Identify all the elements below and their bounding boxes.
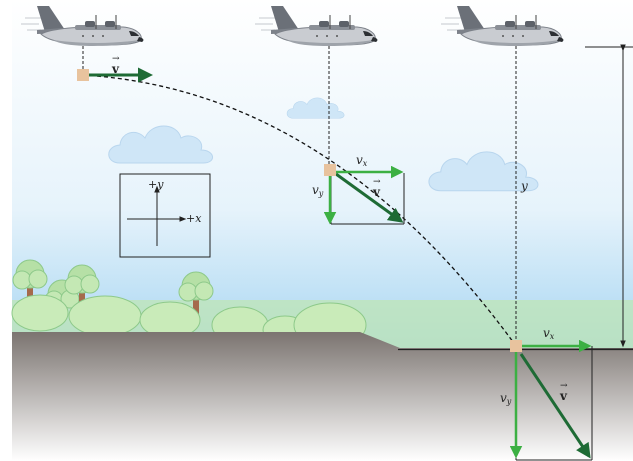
- label-vy-low: vy: [500, 391, 512, 406]
- package-icon: [324, 164, 336, 176]
- v-arrow-mid: [335, 172, 404, 223]
- label-vy-mid: vy: [312, 183, 324, 198]
- vector-arrow-icon: →: [560, 381, 568, 391]
- trajectory: [82, 74, 517, 347]
- label-v-mid: →v: [373, 177, 381, 199]
- axis-label-plus-x: +x: [186, 212, 202, 225]
- package-icon: [510, 340, 522, 352]
- label-v-low: →v: [560, 381, 568, 403]
- ground: [12, 332, 633, 461]
- sky: [12, 0, 633, 349]
- tree-cluster: [11, 259, 367, 348]
- vector-arrow-icon: →: [373, 177, 381, 187]
- label-vx-mid: vx: [356, 153, 368, 168]
- package-icon: [77, 69, 89, 81]
- axes-box: [119, 173, 211, 258]
- label-vx-low: vx: [543, 326, 555, 341]
- vector-arrow-icon: →: [112, 54, 120, 64]
- label-height-y: y: [521, 179, 528, 193]
- axis-label-plus-y: +y: [148, 178, 164, 191]
- label-v-top: →v: [112, 54, 120, 76]
- v-arrow-low: [519, 353, 591, 459]
